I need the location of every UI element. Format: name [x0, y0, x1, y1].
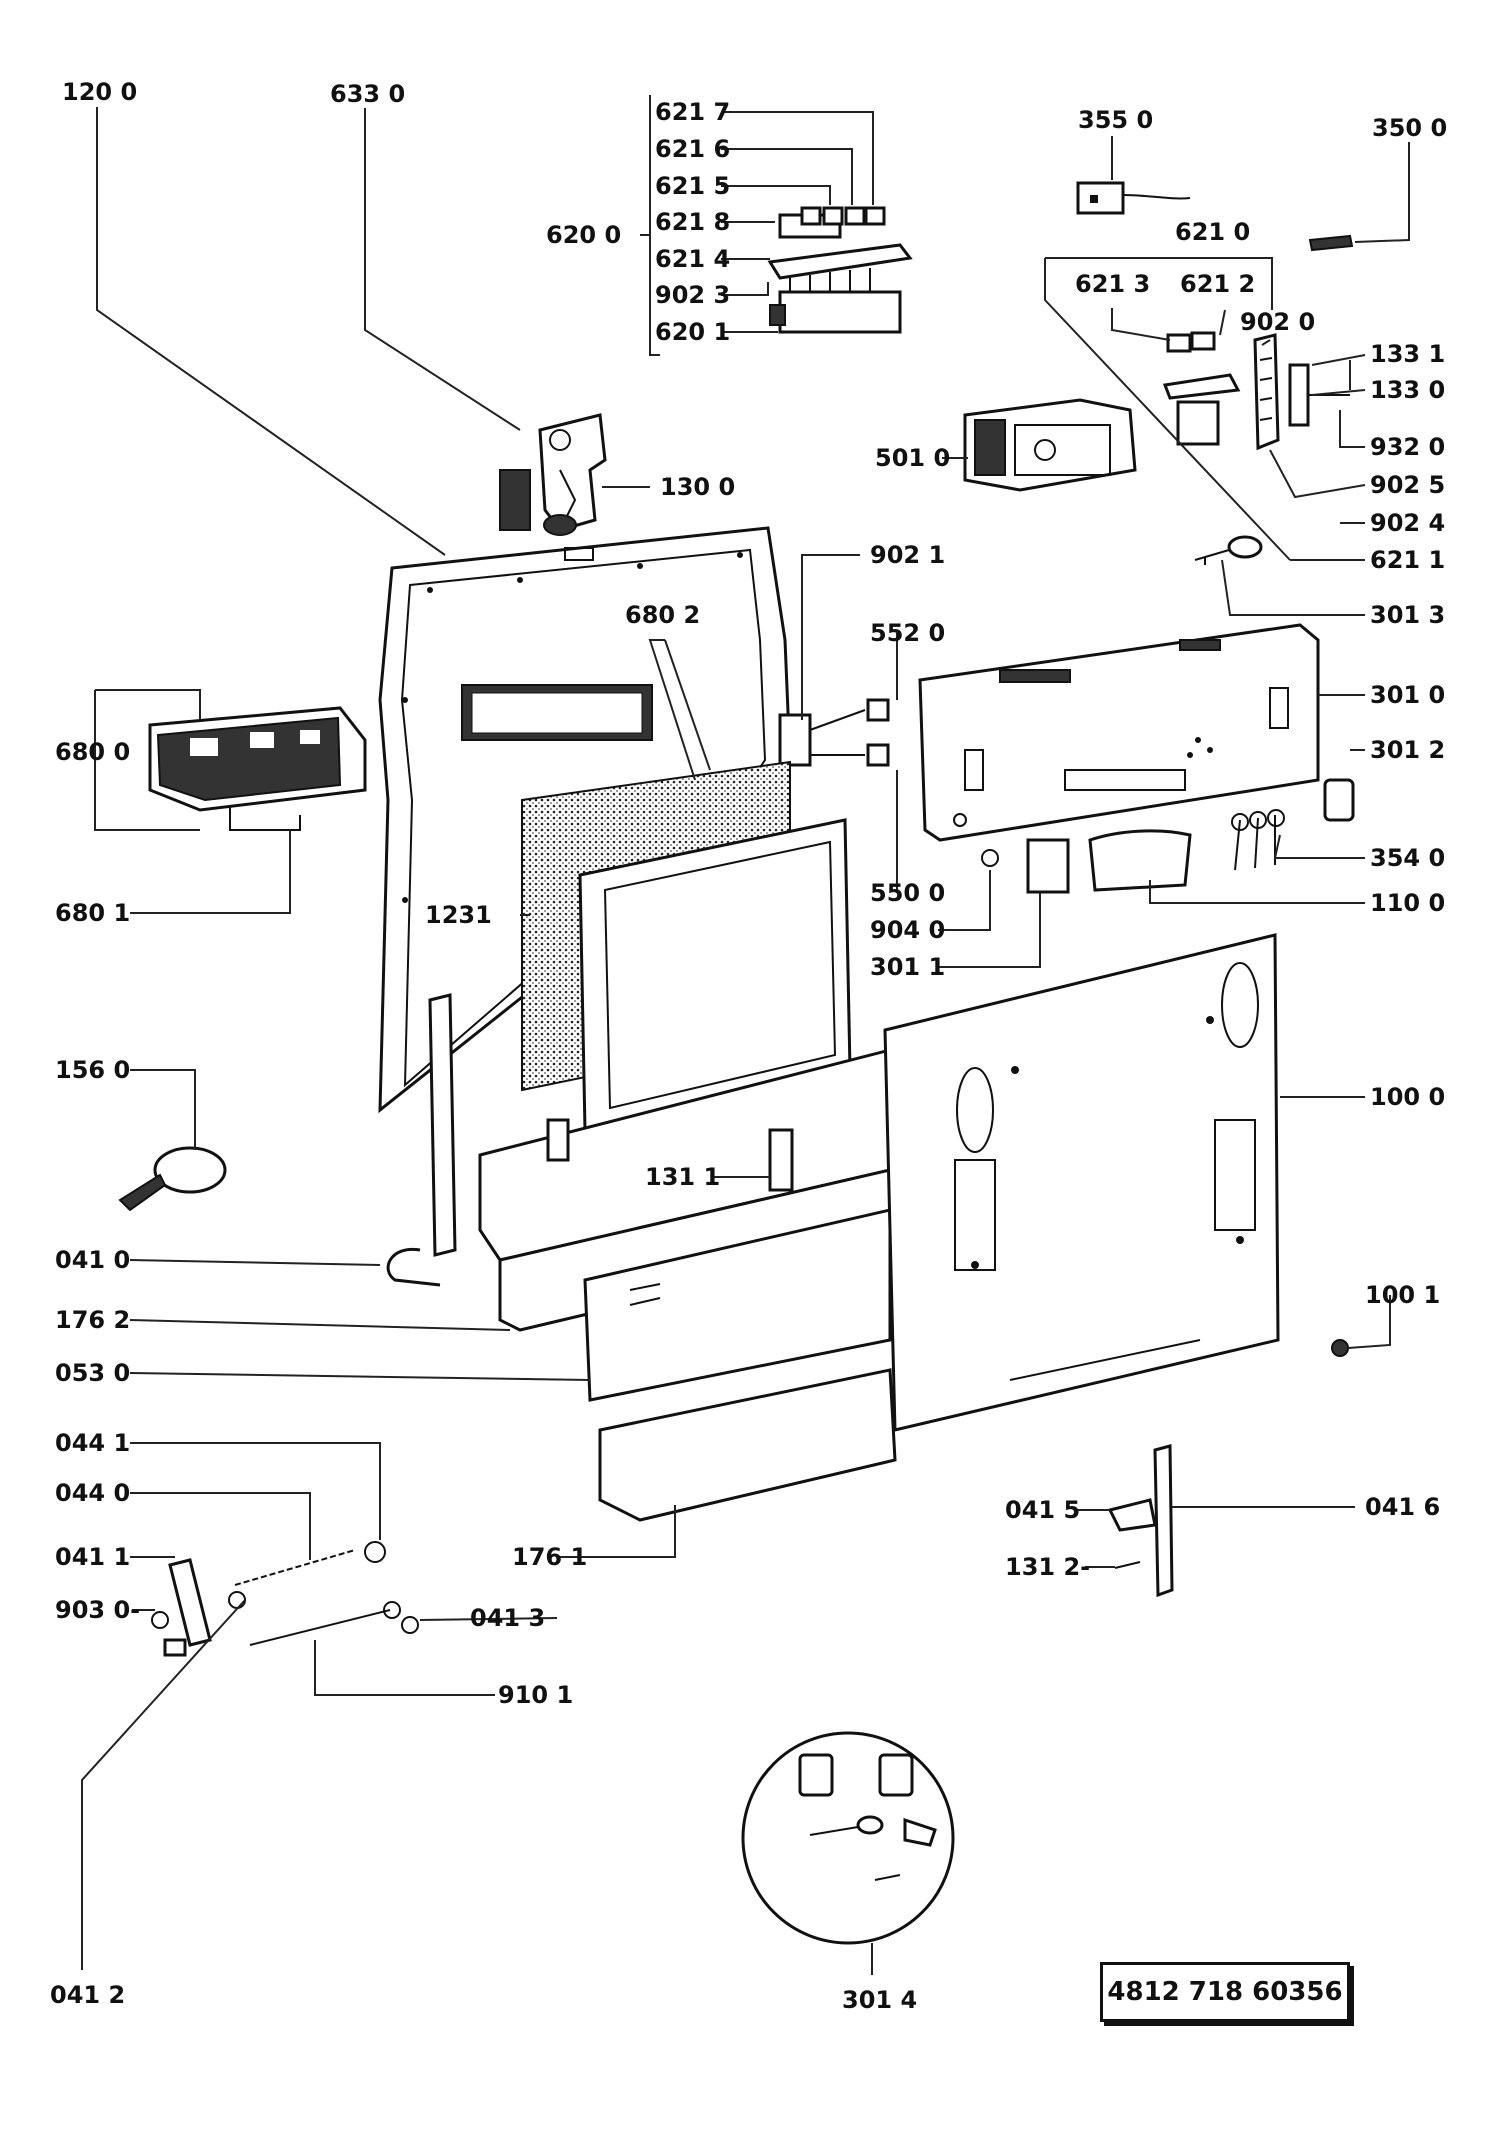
label-680-2: 680 2 — [625, 601, 700, 629]
mains-cable-connector — [1076, 181, 1191, 215]
label-044-1: 044 1 — [55, 1429, 130, 1457]
label-301-4: 301 4 — [842, 1986, 917, 2014]
micro-switch-group — [1162, 331, 1350, 451]
label-301-3: 301 3 — [1370, 601, 1445, 629]
accessory-kit-detail — [741, 1731, 955, 1945]
label-156-0: 156 0 — [55, 1056, 130, 1084]
label-041-2: 041 2 — [50, 1981, 125, 2009]
label-633-0: 633 0 — [330, 80, 405, 108]
document-number: 4812 718 60356 — [1107, 1977, 1343, 2007]
label-680-0: 680 0 — [55, 738, 130, 766]
rating-label — [1308, 234, 1354, 252]
label-044-0: 044 0 — [55, 1479, 130, 1507]
label-176-2: 176 2 — [55, 1306, 130, 1334]
timer-unit — [148, 706, 367, 831]
label-680-1: 680 1 — [55, 899, 130, 927]
label-354-0: 354 0 — [1370, 844, 1445, 872]
label-501-0: 501 0 — [875, 444, 950, 472]
label-552-0: 552 0 — [870, 619, 945, 647]
label-301-0: 301 0 — [1370, 681, 1445, 709]
label-550-0: 550 0 — [870, 879, 945, 907]
label-621-0: 621 0 — [1175, 218, 1250, 246]
label-131-2: 131 2- — [1005, 1553, 1090, 1581]
label-620-1: 620 1 — [655, 318, 730, 346]
panel-small-parts — [981, 778, 1355, 894]
outer-door-panel — [883, 933, 1280, 1432]
label-932-0: 932 0 — [1370, 433, 1445, 461]
label-621-6: 621 6 — [655, 135, 730, 163]
label-902-0: 902 0 — [1240, 308, 1315, 336]
label-904-0: 904 0 — [870, 916, 945, 944]
label-041-0: 041 0 — [55, 1246, 130, 1274]
label-041-5: 041 5 — [1005, 1496, 1080, 1524]
label-301-1: 301 1 — [870, 953, 945, 981]
label-041-3: 041 3 — [470, 1604, 545, 1632]
label-621-4: 621 4 — [655, 245, 730, 273]
door-seal-clip — [118, 1146, 227, 1212]
door-hinge-strip-left — [386, 993, 457, 1287]
label-910-1: 910 1 — [498, 1681, 573, 1709]
label-621-3: 621 3 — [1075, 270, 1150, 298]
label-100-0: 100 0 — [1370, 1083, 1445, 1111]
label-1231: 1231 — [425, 901, 492, 929]
label-130-0: 130 0 — [660, 473, 735, 501]
label-350-0: 350 0 — [1372, 114, 1447, 142]
label-133-0: 133 0 — [1370, 376, 1445, 404]
door-key — [1194, 535, 1263, 565]
door-trim-strip — [583, 1208, 897, 1522]
door-lock-assembly — [499, 413, 607, 536]
label-133-1: 133 1 — [1370, 340, 1445, 368]
label-053-0: 053 0 — [55, 1359, 130, 1387]
label-621-8: 621 8 — [655, 208, 730, 236]
label-041-6: 041 6 — [1365, 1493, 1440, 1521]
label-620-0: 620 0 — [546, 221, 621, 249]
label-902-3: 902 3 — [655, 281, 730, 309]
label-110-0: 110 0 — [1370, 889, 1445, 917]
label-041-1: 041 1 — [55, 1543, 130, 1571]
label-120-0: 120 0 — [62, 78, 137, 106]
label-621-2: 621 2 — [1180, 270, 1255, 298]
label-301-2: 301 2 — [1370, 736, 1445, 764]
label-176-1: 176 1 — [512, 1543, 587, 1571]
part-labels: 120 0 633 0 621 7 621 6 621 5 621 8 620 … — [50, 78, 1447, 2014]
control-panel-housing — [918, 623, 1320, 842]
leader-lines — [81, 95, 1410, 1975]
label-902-4: 902 4 — [1370, 509, 1445, 537]
label-621-1: 621 1 — [1370, 546, 1445, 574]
label-131-1: 131 1 — [645, 1163, 720, 1191]
label-621-7: 621 7 — [655, 98, 730, 126]
wiring-clips — [778, 698, 890, 767]
door-spring-assembly — [151, 1541, 419, 1657]
selector-switch-block — [767, 206, 913, 334]
label-100-1: 100 1 — [1365, 1281, 1440, 1309]
document-number-box: 4812 718 60356 — [1100, 1962, 1350, 2022]
label-902-1: 902 1 — [870, 541, 945, 569]
door-hinge-right — [1107, 1339, 1349, 1598]
label-355-0: 355 0 — [1078, 106, 1153, 134]
label-621-5: 621 5 — [655, 172, 730, 200]
label-903-0: 903 0- — [55, 1596, 140, 1624]
relay-contactor — [963, 398, 1137, 492]
label-902-5: 902 5 — [1370, 471, 1445, 499]
